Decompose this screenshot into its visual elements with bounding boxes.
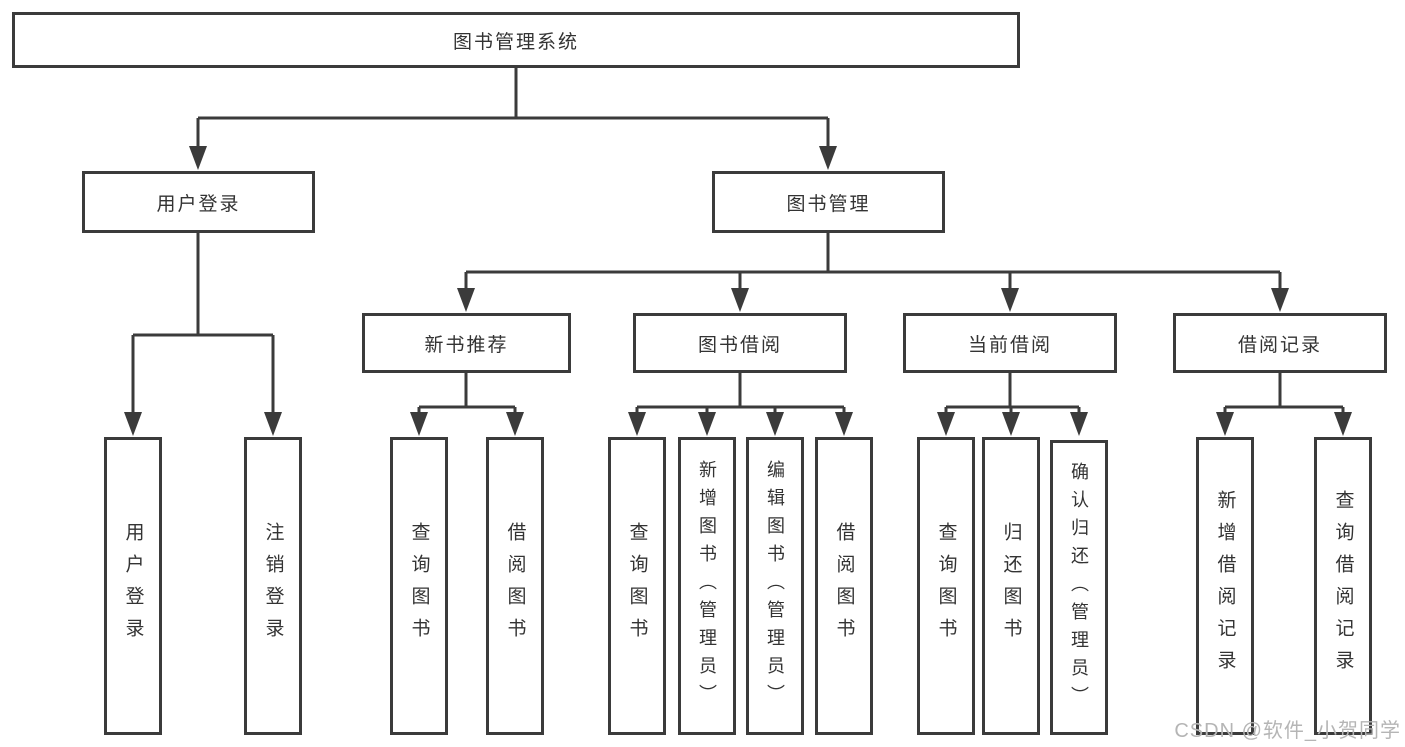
node-leaf-confirm-return-admin: 确认归还（管理员） — [1050, 440, 1108, 735]
arrow-icon — [189, 146, 207, 170]
leaf-label: 归还图书 — [1000, 522, 1022, 650]
node-leaf-query-books-2: 查询图书 — [608, 437, 666, 735]
node-borrow-records: 借阅记录 — [1173, 313, 1387, 373]
leaf-label: 查询图书 — [935, 522, 957, 650]
arrow-icon — [264, 412, 282, 436]
arrow-icon — [835, 412, 853, 436]
arrow-icon — [457, 288, 475, 312]
node-leaf-add-borrow-record: 新增借阅记录 — [1196, 437, 1254, 735]
node-leaf-query-books-3: 查询图书 — [917, 437, 975, 735]
node-leaf-borrow-books-2: 借阅图书 — [815, 437, 873, 735]
node-leaf-edit-book-admin: 编辑图书（管理员） — [746, 437, 804, 735]
leaf-label: 新增图书（管理员） — [697, 460, 717, 712]
connector-book-borrow — [635, 373, 846, 416]
leaf-label: 确认归还（管理员） — [1069, 461, 1089, 714]
node-new-book-rec: 新书推荐 — [362, 313, 571, 373]
arrowheads — [124, 146, 1352, 436]
node-book-mgmt-branch: 图书管理 — [712, 171, 945, 233]
arrow-icon — [410, 412, 428, 436]
node-user-login-branch: 用户登录 — [82, 171, 315, 233]
node-leaf-return-book: 归还图书 — [982, 437, 1040, 735]
leaf-label: 借阅图书 — [833, 522, 855, 650]
arrow-icon — [937, 412, 955, 436]
leaf-label: 用户登录 — [122, 522, 144, 650]
leaf-label: 查询借阅记录 — [1332, 490, 1354, 682]
connector-borrow-records — [1223, 373, 1345, 416]
leaf-label: 新增借阅记录 — [1214, 490, 1236, 682]
leaf-label: 查询图书 — [626, 522, 648, 650]
arrow-icon — [1002, 412, 1020, 436]
leaf-label: 编辑图书（管理员） — [765, 460, 785, 712]
arrow-icon — [766, 412, 784, 436]
leaf-label: 借阅图书 — [504, 522, 526, 650]
node-leaf-borrow-books-1: 借阅图书 — [486, 437, 544, 735]
arrow-icon — [1216, 412, 1234, 436]
connector-root — [196, 68, 830, 150]
arrow-icon — [698, 412, 716, 436]
arrow-icon — [628, 412, 646, 436]
arrow-icon — [1334, 412, 1352, 436]
arrow-icon — [124, 412, 142, 436]
watermark: CSDN @软件_小贺同学 — [1174, 720, 1401, 742]
node-leaf-add-book-admin: 新增图书（管理员） — [678, 437, 736, 735]
connector-new-book-rec — [417, 373, 517, 416]
arrow-icon — [1001, 288, 1019, 312]
leaf-label: 注销登录 — [262, 522, 284, 650]
arrow-icon — [506, 412, 524, 436]
connector-current-borrow — [944, 373, 1081, 416]
node-leaf-logout: 注销登录 — [244, 437, 302, 735]
arrow-icon — [1070, 412, 1088, 436]
connector-user-login — [131, 233, 275, 416]
node-current-borrow: 当前借阅 — [903, 313, 1117, 373]
leaf-label: 查询图书 — [408, 522, 430, 650]
arrow-icon — [1271, 288, 1289, 312]
node-leaf-user-login: 用户登录 — [104, 437, 162, 735]
node-book-borrow: 图书借阅 — [633, 313, 847, 373]
node-root: 图书管理系统 — [12, 12, 1020, 68]
connector-book-mgmt — [464, 233, 1282, 292]
node-leaf-query-borrow-record: 查询借阅记录 — [1314, 437, 1372, 735]
node-leaf-query-books-1: 查询图书 — [390, 437, 448, 735]
arrow-icon — [819, 146, 837, 170]
arrow-icon — [731, 288, 749, 312]
